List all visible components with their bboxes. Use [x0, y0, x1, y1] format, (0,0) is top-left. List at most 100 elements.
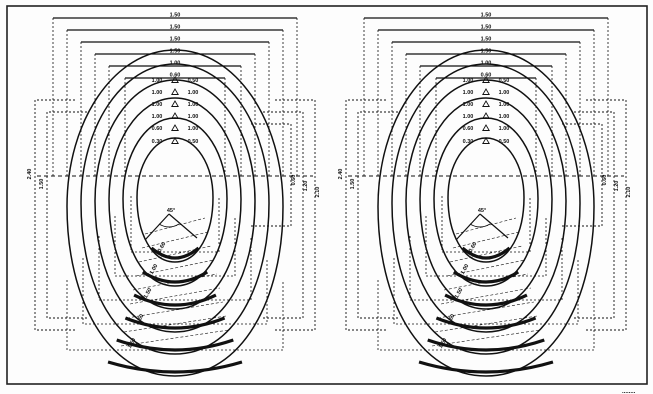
- inner-left-label: 1.00: [152, 78, 163, 84]
- depth-bracket: [98, 236, 252, 301]
- right-side-bracket: [251, 123, 292, 227]
- contour-line: [447, 137, 525, 263]
- width-label: 1.50: [170, 25, 181, 31]
- width-label: 0.60: [481, 73, 492, 79]
- contour-bottom-arc: [133, 293, 217, 307]
- hatch-line: [452, 231, 520, 249]
- triangle-marker: [482, 124, 490, 131]
- hatch-line: [434, 315, 538, 333]
- inner-left-label: 1.00: [463, 114, 474, 120]
- left-side-label: 1.50: [39, 179, 45, 190]
- inner-right-label: 1.00: [499, 102, 510, 108]
- angle-line: [455, 213, 481, 241]
- hatch-line: [449, 245, 523, 263]
- inner-right-label: 1.00: [499, 90, 510, 96]
- depth-bracket: [82, 258, 268, 325]
- contour-line: [108, 97, 242, 310]
- width-label: 1.50: [481, 25, 492, 31]
- hatch-line: [138, 245, 212, 263]
- contour-bottom-arc: [124, 316, 226, 330]
- triangle-marker: [171, 76, 179, 83]
- width-label: 1.50: [170, 13, 181, 19]
- panel-right: 1.50 1.50 1.50 1.50 1.00 0.60 1.00 0.50 1.00 1.00…: [338, 13, 632, 377]
- angle-label: 45°: [478, 208, 486, 214]
- contour-bottom-arc: [418, 360, 554, 374]
- lower-mark-label: 1.50: [127, 337, 138, 349]
- contour-bottom-arc: [435, 316, 537, 330]
- depth-bracket: [66, 280, 284, 351]
- left-side-label: 1.50: [350, 179, 356, 190]
- figure-frame: [6, 5, 648, 385]
- inner-right-label: 1.00: [188, 102, 199, 108]
- lower-mark-label: 0.60: [157, 241, 168, 253]
- triangle-marker: [482, 100, 490, 107]
- width-label: 1.50: [170, 49, 181, 55]
- contour-line: [433, 117, 539, 287]
- inner-right-label: 1.00: [188, 90, 199, 96]
- hatch-line: [129, 287, 221, 305]
- inner-left-label: 1.00: [152, 102, 163, 108]
- inner-right-label: 0.50: [499, 78, 510, 84]
- right-side-label: 2.10: [315, 187, 321, 198]
- contour-line: [391, 63, 581, 355]
- inner-left-label: 1.00: [463, 102, 474, 108]
- depth-bracket: [393, 258, 579, 325]
- inner-right-label: 1.00: [499, 126, 510, 132]
- lower-mark-label: 1.00: [149, 263, 160, 275]
- depth-bracket: [130, 196, 220, 253]
- width-label: 1.00: [170, 61, 181, 67]
- inner-left-label: 1.00: [463, 78, 474, 84]
- left-side-label: 2.40: [27, 169, 33, 180]
- triangle-marker: [171, 137, 179, 144]
- inner-left-label: 0.30: [463, 139, 474, 145]
- width-label: 1.00: [481, 61, 492, 67]
- width-label: 1.50: [481, 13, 492, 19]
- inner-right-label: 1.00: [188, 126, 199, 132]
- inner-right-label: 1.00: [188, 114, 199, 120]
- lower-mark-label: 1.50: [446, 313, 457, 325]
- left-side-label: 2.40: [338, 169, 344, 180]
- width-label: 1.50: [481, 49, 492, 55]
- lower-mark-label: 1.00: [460, 263, 471, 275]
- inner-left-label: 1.00: [463, 90, 474, 96]
- triangle-marker: [482, 137, 490, 144]
- lower-mark-label: 0.60: [468, 241, 479, 253]
- triangle-marker: [482, 76, 490, 83]
- right-side-label: 2.10: [626, 187, 632, 198]
- angle-arc: [469, 223, 491, 228]
- inner-right-label: 0.50: [499, 139, 510, 145]
- inner-left-label: 1.00: [152, 114, 163, 120]
- depth-bracket: [377, 280, 595, 351]
- contour-bottom-arc: [107, 360, 243, 374]
- contour-line: [122, 117, 228, 287]
- right-side-label: 1.20: [614, 181, 620, 192]
- contour-bottom-arc: [444, 293, 528, 307]
- triangle-marker: [171, 100, 179, 107]
- hatch-line: [126, 301, 224, 319]
- hatch-line: [123, 315, 227, 333]
- inner-right-label: 1.00: [499, 114, 510, 120]
- inner-left-label: 0.30: [152, 139, 163, 145]
- inner-left-label: 0.60: [463, 126, 474, 132]
- hatch-line: [431, 329, 541, 347]
- width-label: 1.50: [170, 37, 181, 43]
- hatch-line: [135, 259, 215, 277]
- lower-mark-label: 1.50: [438, 337, 449, 349]
- right-side-bracket: [275, 99, 316, 331]
- hatch-line: [120, 329, 230, 347]
- inner-right-label: 0.50: [188, 78, 199, 84]
- left-side-bracket: [345, 99, 386, 331]
- triangle-marker: [482, 88, 490, 95]
- width-label: 0.60: [170, 73, 181, 79]
- depth-bracket: [441, 196, 531, 253]
- hatch-line: [440, 287, 532, 305]
- inner-right-label: 0.50: [188, 139, 199, 145]
- panel-left: 1.50 1.50 1.50 1.50 1.00 0.60 1.00 0.50 1.00 1.00…: [27, 13, 321, 377]
- angle-line: [144, 213, 170, 241]
- angle-line: [479, 213, 509, 239]
- contour-line: [66, 49, 284, 377]
- inner-left-label: 1.00: [152, 90, 163, 96]
- depth-bracket: [409, 236, 563, 301]
- hatch-line: [437, 301, 535, 319]
